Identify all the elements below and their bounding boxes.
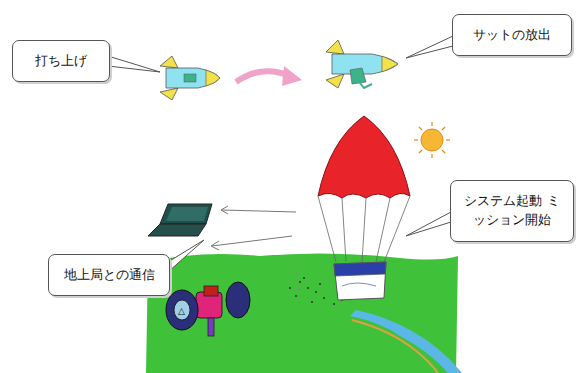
callout-content: サットの放出 <box>473 26 551 45</box>
callout-box: 打ち上げ <box>12 40 110 82</box>
svg-text:△: △ <box>178 306 185 316</box>
callout-tails <box>108 36 453 272</box>
callout-box: システム起動 ミッション開始 <box>450 180 574 242</box>
sun <box>414 122 450 158</box>
rover: △ <box>166 282 250 336</box>
dust <box>289 277 343 305</box>
can-satellite <box>334 262 386 300</box>
signal-arrows <box>211 206 296 250</box>
callout-content: 打ち上げ <box>35 52 87 71</box>
callout-text: 地上局との通信 <box>64 266 155 285</box>
parachute <box>318 116 410 262</box>
flow-arrowhead <box>282 66 302 86</box>
callout-box: 地上局との通信 <box>48 254 170 296</box>
callout-box: サットの放出 <box>452 14 572 56</box>
callout-content: 地上局との通信 <box>64 266 155 285</box>
callout-text: 打ち上げ <box>35 52 87 71</box>
callout-text: サットの放出 <box>473 26 551 45</box>
river <box>350 310 462 373</box>
grass <box>146 253 458 373</box>
callout-content: システム起動 ミッション開始 <box>459 192 565 230</box>
rocket <box>160 56 220 100</box>
river-bank <box>352 320 438 373</box>
callout-text: システム起動 ミッション開始 <box>459 192 565 230</box>
laptop <box>148 204 212 236</box>
flow-arrow <box>236 71 290 82</box>
rocket-releasing-satellite <box>326 40 398 88</box>
